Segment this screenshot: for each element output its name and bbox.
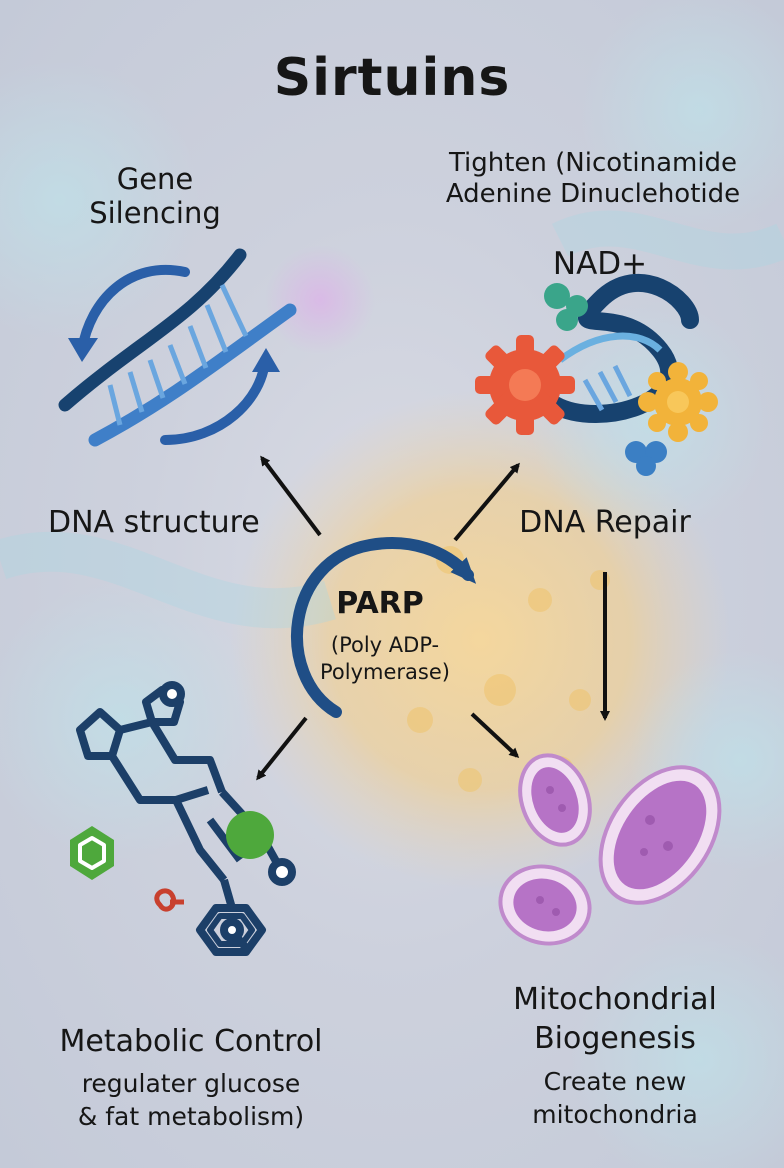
gene-silencing-label: Gene Silencing	[89, 162, 221, 231]
arrow-to-metabolic	[256, 716, 308, 781]
nad-description-label: Tighten (Nicotinamide Adenine Dinuclehot…	[445, 148, 741, 209]
page-title: Sirtuins	[273, 48, 511, 108]
mitochondrial-biogenesis-label: Mitochondrial Biogenesis	[513, 982, 717, 1056]
nad-label: NAD+	[552, 246, 648, 282]
metabolic-control-label: Metabolic Control	[59, 1024, 323, 1059]
mitochondrial-description-label: Create new mitochondria	[532, 1067, 698, 1129]
arrow-to-mitochondria	[470, 712, 520, 759]
parp-description-label: (Poly ADP- Polymerase)	[320, 633, 450, 685]
dna-repair-label: DNA Repair	[519, 505, 691, 540]
dna-structure-label: DNA structure	[48, 505, 260, 540]
nad-gear-icon	[475, 273, 718, 476]
metabolic-description-label: regulater glucose & fat metabolism)	[77, 1069, 305, 1131]
arrow-to-nad	[453, 462, 520, 542]
arrow-to-gene-silencing	[260, 455, 322, 537]
mitochondria-icon	[498, 753, 722, 946]
parp-cycle-arrow	[291, 537, 477, 718]
arrows	[256, 455, 610, 781]
molecule-icon	[70, 681, 296, 956]
dna-helix-icon	[58, 248, 297, 447]
parp-label: PARP	[336, 586, 424, 621]
